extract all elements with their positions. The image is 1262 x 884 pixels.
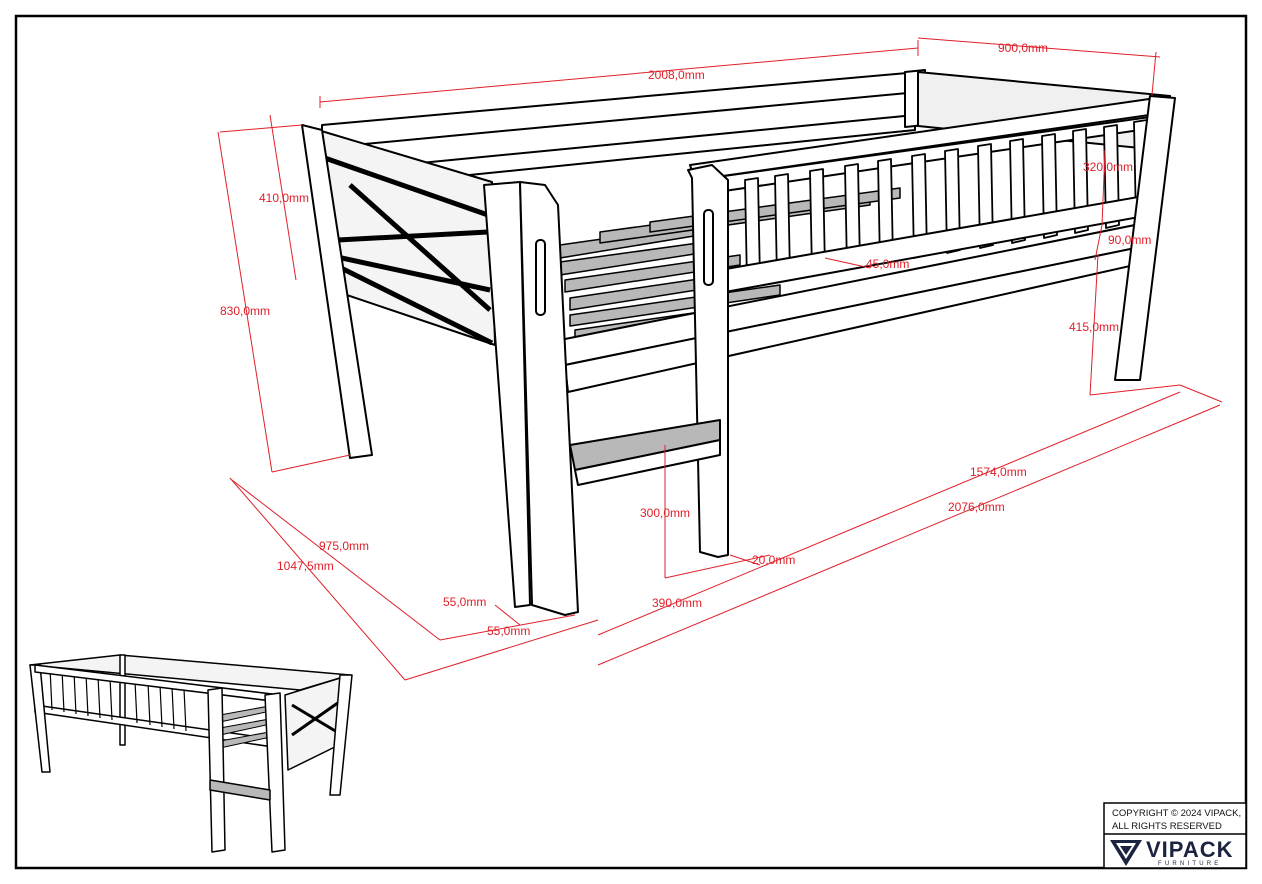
dim-inner-width: 975,0mm	[319, 539, 369, 553]
dimension-labels: 2008,0mm 900,0mm 410,0mm 830,0mm 320,0mm…	[220, 41, 1151, 638]
brand-name: VIPACK	[1146, 837, 1234, 862]
dim-total-height: 830,0mm	[220, 304, 270, 318]
dimension-lines	[217, 37, 1223, 681]
title-block: COPYRIGHT © 2024 VIPACK, ALL RIGHTS RESE…	[1103, 802, 1247, 869]
bed-preview-view	[29, 654, 353, 853]
dim-total-length: 2008,0mm	[648, 68, 705, 82]
dim-outer-width: 1047,5mm	[277, 559, 334, 573]
dim-ladder-height: 300,0mm	[640, 506, 690, 520]
dim-rail-gap: 90,0mm	[1108, 233, 1151, 247]
dim-guard-length: 1574,0mm	[970, 465, 1027, 479]
dim-post-width-a: 55,0mm	[443, 595, 486, 609]
copyright-line-2: ALL RIGHTS RESERVED	[1112, 821, 1222, 832]
dim-underside-height: 415,0mm	[1069, 320, 1119, 334]
dim-slat-gap: 45,0mm	[866, 257, 909, 271]
dim-ladder-offset: 20,0mm	[752, 553, 795, 567]
dim-rail-height: 320,0mm	[1083, 160, 1133, 174]
vipack-logo-icon	[1110, 840, 1142, 866]
dim-total-width: 900,0mm	[998, 41, 1048, 55]
dim-headboard-height: 410,0mm	[259, 191, 309, 205]
dim-overall-length: 2076,0mm	[948, 500, 1005, 514]
copyright-line-1: COPYRIGHT © 2024 VIPACK,	[1112, 808, 1241, 819]
drawing-frame	[14, 14, 1248, 870]
dim-ladder-width: 390,0mm	[652, 596, 702, 610]
brand-tagline: FURNITURE	[1158, 861, 1221, 867]
dim-post-width-b: 55,0mm	[487, 624, 530, 638]
bed-main-view	[301, 69, 1176, 616]
